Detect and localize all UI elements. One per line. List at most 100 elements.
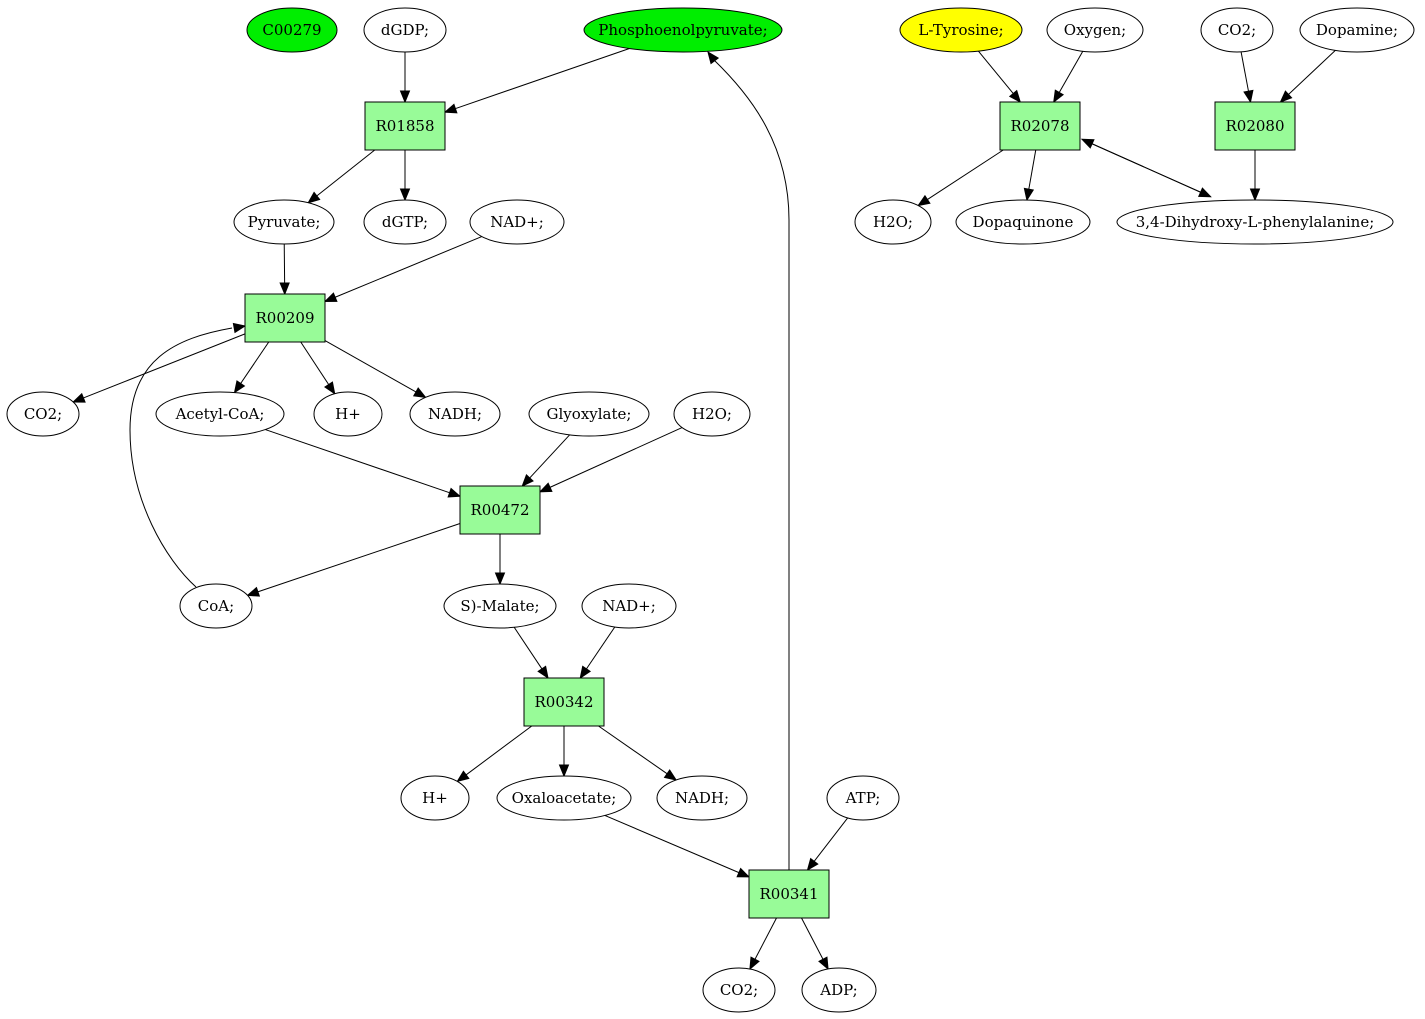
edge-r00342-to-oaa bbox=[558, 726, 570, 778]
reaction-node-r01858[interactable]: R01858 bbox=[364, 101, 446, 151]
compound-ellipse bbox=[363, 7, 447, 53]
compound-node-pyruvate[interactable]: Pyruvate; bbox=[233, 199, 335, 245]
node-label: ATP; bbox=[845, 789, 881, 807]
reaction-box bbox=[999, 101, 1081, 151]
reaction-box bbox=[523, 677, 605, 727]
compound-node-h2o-1[interactable]: H2O; bbox=[673, 391, 751, 437]
arrowhead bbox=[324, 381, 336, 395]
edge-malate-to-r00342 bbox=[513, 627, 549, 680]
node-label: H+ bbox=[335, 405, 361, 423]
compound-node-adp[interactable]: ADP; bbox=[801, 967, 877, 1013]
edge-line bbox=[548, 427, 683, 489]
node-label: H2O; bbox=[692, 405, 732, 423]
compound-node-co2-3[interactable]: CO2; bbox=[1200, 7, 1274, 53]
arrowhead bbox=[736, 867, 751, 878]
compound-node-dopa[interactable]: 3,4-Dihydroxy-L-phenylalanine; bbox=[1116, 199, 1394, 245]
edge-line bbox=[598, 725, 669, 775]
compound-ellipse bbox=[6, 391, 80, 437]
compound-node-pep[interactable]: Phosphoenolpyruvate; bbox=[583, 7, 783, 53]
edge-line bbox=[528, 434, 571, 480]
edge-line bbox=[239, 341, 270, 385]
compound-ellipse bbox=[443, 583, 557, 629]
reaction-node-r02080[interactable]: R02080 bbox=[1214, 101, 1296, 151]
compound-node-hp2[interactable]: H+ bbox=[400, 775, 470, 821]
node-label: CoA; bbox=[198, 597, 234, 615]
edge-line bbox=[585, 626, 616, 671]
arrowhead bbox=[323, 292, 338, 302]
compound-node-dgdp[interactable]: dGDP; bbox=[363, 7, 447, 53]
compound-node-dgtp[interactable]: dGTP; bbox=[363, 199, 447, 245]
compound-node-malate[interactable]: S)-Malate; bbox=[443, 583, 557, 629]
edge-glyoxylate-to-r00472 bbox=[521, 434, 571, 487]
edge-r02078-to-dopaquinone bbox=[1023, 149, 1037, 202]
compound-node-nadp2[interactable]: NAD+; bbox=[581, 583, 677, 629]
edge-tyr-to-r02078 bbox=[977, 50, 1022, 104]
compound-ellipse bbox=[400, 775, 470, 821]
compound-node-tyr[interactable]: L-Tyrosine; bbox=[899, 7, 1023, 53]
node-label: S)-Malate; bbox=[460, 597, 539, 615]
edge-r02078-to-h2o-2 bbox=[917, 149, 1004, 207]
compound-ellipse bbox=[1116, 199, 1394, 245]
compound-node-dopamine[interactable]: Dopamine; bbox=[1299, 7, 1415, 53]
edge-line bbox=[300, 341, 330, 386]
nodes-layer: C00279 dGDP; Phosphoenolpyruvate; R01858Pyr… bbox=[6, 7, 1415, 1013]
reaction-node-r02078[interactable]: R02078 bbox=[999, 101, 1081, 151]
edge-dopa-to-r02078 bbox=[1080, 138, 1211, 198]
compound-ellipse bbox=[583, 7, 783, 53]
node-label: Acetyl-CoA; bbox=[175, 405, 265, 423]
compound-node-co2-1[interactable]: CO2; bbox=[6, 391, 80, 437]
compound-node-coa[interactable]: CoA; bbox=[179, 583, 253, 629]
arrowhead bbox=[1053, 89, 1065, 104]
node-label: ADP; bbox=[819, 981, 857, 999]
edge-r02080-to-dopa bbox=[1249, 150, 1261, 202]
reaction-node-r00341[interactable]: R00341 bbox=[748, 869, 830, 919]
arrowhead bbox=[1080, 138, 1095, 149]
node-label: C00279 bbox=[262, 21, 321, 39]
edge-line bbox=[256, 523, 461, 593]
compound-ellipse bbox=[409, 391, 501, 437]
arrowhead bbox=[806, 857, 819, 872]
arrowhead bbox=[707, 50, 720, 65]
compound-node-atp[interactable]: ATP; bbox=[826, 775, 900, 821]
node-label: 3,4-Dihydroxy-L-phenylalanine; bbox=[1136, 213, 1375, 231]
node-label: R02078 bbox=[1010, 117, 1069, 135]
arrowhead bbox=[233, 380, 246, 394]
compound-ellipse bbox=[1299, 7, 1415, 53]
edge-line bbox=[926, 149, 1004, 201]
arrowhead bbox=[412, 387, 427, 399]
arrowhead bbox=[558, 764, 570, 778]
compound-node-oaa[interactable]: Oxaloacetate; bbox=[496, 775, 632, 821]
reaction-node-r00209[interactable]: R00209 bbox=[244, 293, 326, 343]
edge-oaa-to-r00341 bbox=[604, 814, 751, 878]
compound-node-glyoxylate[interactable]: Glyoxylate; bbox=[528, 391, 650, 437]
compound-ellipse bbox=[528, 391, 650, 437]
reaction-node-r00472[interactable]: R00472 bbox=[459, 485, 541, 535]
edge-r00209-to-accoa bbox=[233, 341, 270, 394]
node-label: dGDP; bbox=[381, 21, 429, 39]
reaction-box bbox=[364, 101, 446, 151]
compound-node-oxygen[interactable]: Oxygen; bbox=[1046, 7, 1144, 53]
arrowhead bbox=[1008, 89, 1022, 104]
compound-node-accoa[interactable]: Acetyl-CoA; bbox=[155, 391, 285, 437]
compound-node-c00279[interactable]: C00279 bbox=[246, 7, 338, 53]
compound-node-h2o-2[interactable]: H2O; bbox=[854, 199, 932, 245]
compound-node-nadh2[interactable]: NADH; bbox=[656, 775, 748, 821]
arrowhead bbox=[1249, 188, 1261, 202]
compound-node-nadh1[interactable]: NADH; bbox=[409, 391, 501, 437]
compound-node-hp1[interactable]: H+ bbox=[313, 391, 383, 437]
edge-r00209-to-co2-1 bbox=[71, 333, 246, 403]
compound-ellipse bbox=[673, 391, 751, 437]
node-label: CO2; bbox=[720, 981, 758, 999]
arrowhead bbox=[818, 956, 829, 971]
node-label: Dopamine; bbox=[1316, 21, 1398, 39]
edge-nadp1-to-r00209 bbox=[323, 236, 482, 302]
arrowhead bbox=[749, 956, 760, 971]
edge-r00209-to-hp1 bbox=[300, 341, 336, 395]
compound-node-nadp1[interactable]: NAD+; bbox=[469, 199, 565, 245]
compound-node-co2-2[interactable]: CO2; bbox=[702, 967, 776, 1013]
edge-line bbox=[334, 236, 482, 299]
compound-node-dopaquinone[interactable]: Dopaquinone bbox=[955, 199, 1091, 245]
reaction-node-r00342[interactable]: R00342 bbox=[523, 677, 605, 727]
edge-line bbox=[801, 917, 824, 961]
